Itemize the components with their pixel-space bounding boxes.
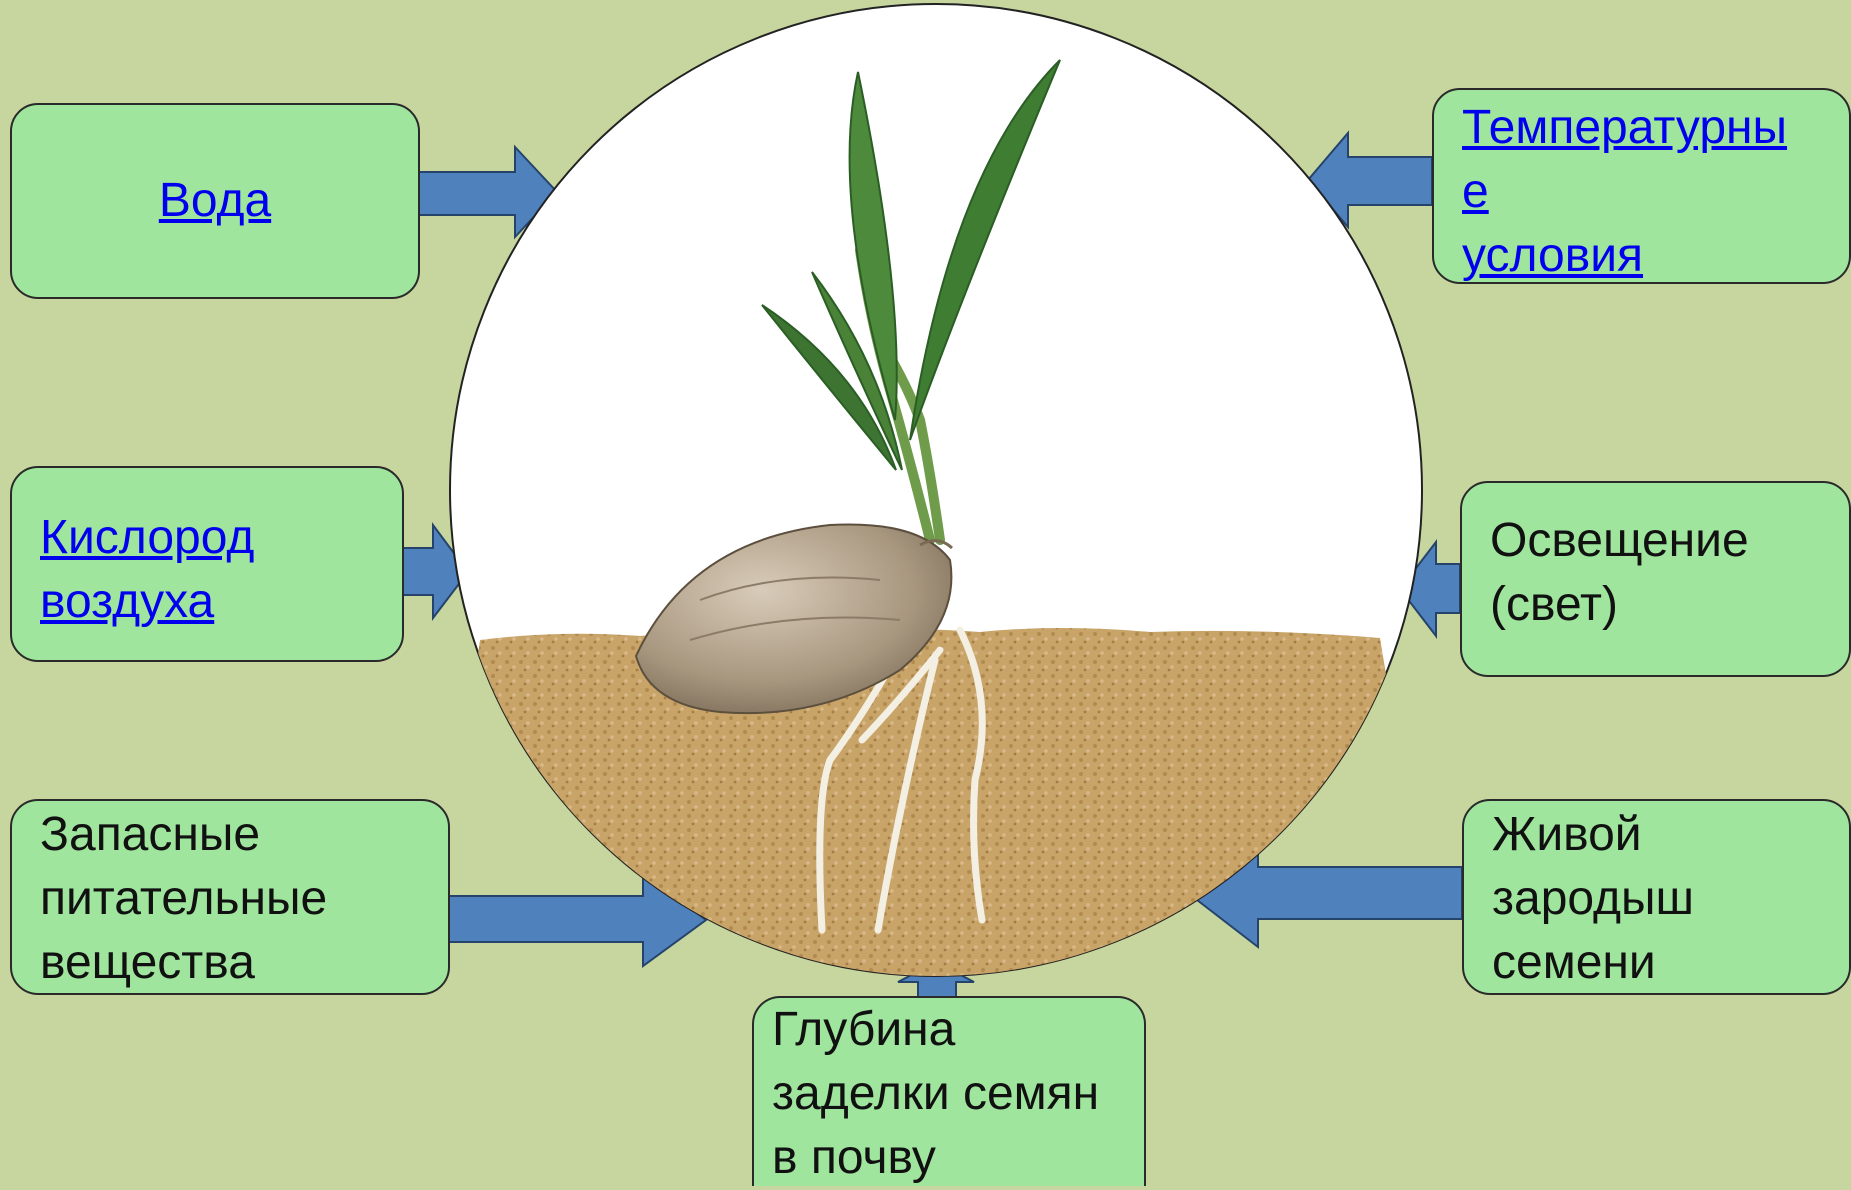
temperature-link-line-3[interactable]: условия xyxy=(1462,224,1849,288)
nutrients-label-line-3: вещества xyxy=(40,931,448,995)
water-link[interactable]: Вода xyxy=(159,169,271,233)
light-label-line-2: (свет) xyxy=(1490,573,1849,637)
depth-label-line-3: в почву xyxy=(772,1126,1144,1190)
oxygen-link-line-2[interactable]: воздуха xyxy=(40,570,402,634)
temperature-link-line-2[interactable]: е xyxy=(1462,160,1849,224)
temperature-link-line-1[interactable]: Температурны xyxy=(1462,96,1849,160)
factor-box-nutrients: Запасные питательные вещества xyxy=(10,799,450,995)
depth-label-line-1: Глубина xyxy=(772,998,1144,1062)
nutrients-label-line-1: Запасные xyxy=(40,803,448,867)
depth-label-line-2: заделки семян xyxy=(772,1062,1144,1126)
factor-box-oxygen[interactable]: Кислород воздуха xyxy=(10,466,404,662)
factor-box-water[interactable]: Вода xyxy=(10,103,420,299)
embryo-label-line-2: зародыш xyxy=(1492,867,1849,931)
factor-box-depth: Глубина заделки семян в почву xyxy=(752,996,1146,1186)
factor-box-embryo: Живой зародыш семени xyxy=(1462,799,1851,995)
oxygen-link-line-1[interactable]: Кислород xyxy=(40,506,402,570)
embryo-label-line-3: семени xyxy=(1492,931,1849,995)
light-label-line-1: Освещение xyxy=(1490,509,1849,573)
factor-box-temperature[interactable]: Температурны е условия xyxy=(1432,88,1851,284)
nutrients-label-line-2: питательные xyxy=(40,867,448,931)
embryo-label-line-1: Живой xyxy=(1492,803,1849,867)
factor-box-light: Освещение (свет) xyxy=(1460,481,1851,677)
soil-layer xyxy=(430,628,1440,1000)
illustration-circle xyxy=(430,4,1440,1000)
